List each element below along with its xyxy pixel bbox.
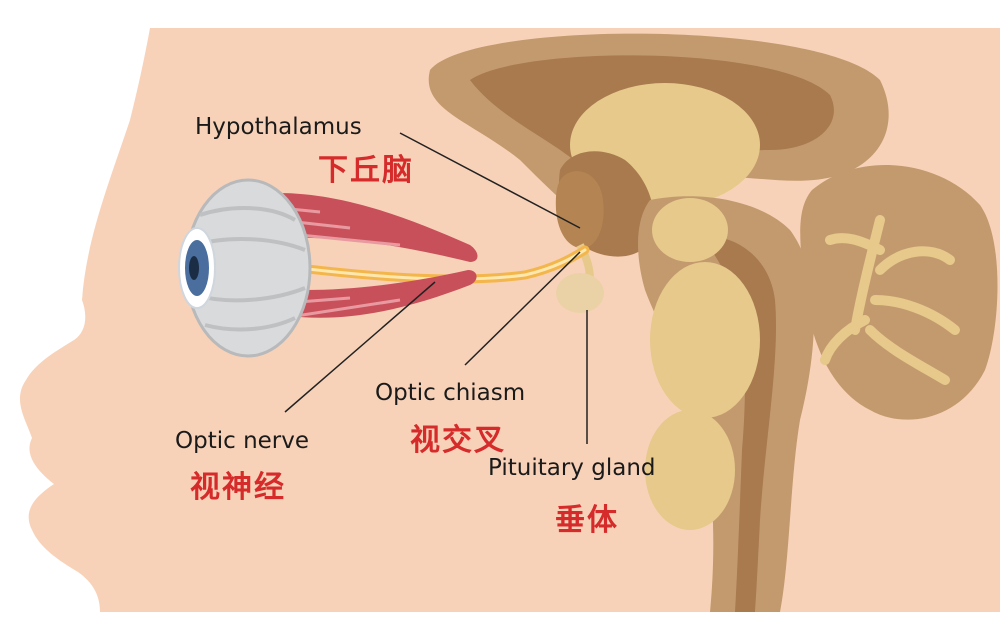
hypothalamus-leader (399, 132, 581, 229)
optic-nerve-leader (284, 281, 436, 413)
hypothalamus-label-zh: 下丘脑 (318, 153, 414, 188)
cerebellum (800, 164, 998, 420)
pons (650, 262, 760, 418)
medulla-light (645, 410, 735, 530)
eyeball-bands (194, 206, 306, 332)
optic-chiasm-label-zh: 视交叉 (410, 423, 506, 458)
midbrain-light (652, 198, 728, 262)
optic-nerve-highlight (248, 248, 587, 281)
hypothalamus-label: Hypothalamus (195, 114, 362, 140)
pituitary-gland-shape (556, 273, 604, 313)
cerebellum-arbor (820, 215, 960, 385)
pituitary-gland-label: Pituitary gland (488, 455, 656, 481)
optic-chiasm-leader (464, 251, 581, 366)
optic-chiasm-label: Optic chiasm (375, 380, 526, 406)
optic-nerve-label-zh: 视神经 (190, 470, 286, 505)
pituitary-gland-label-zh: 垂体 (555, 503, 619, 538)
optic-nerve-label: Optic nerve (175, 428, 310, 454)
pupil (189, 256, 199, 280)
hypothalamus-region (555, 171, 604, 249)
